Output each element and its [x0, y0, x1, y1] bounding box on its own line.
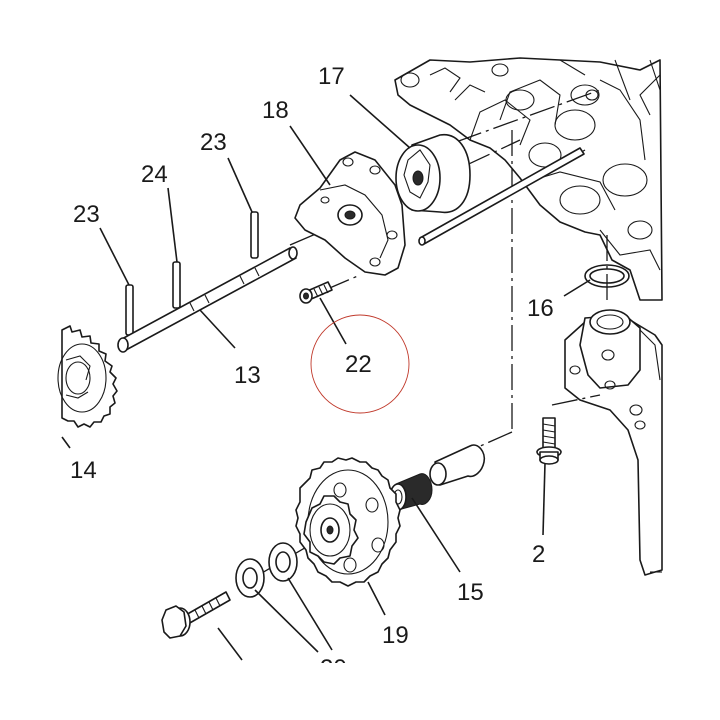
- label-17: 17: [318, 63, 345, 90]
- dowel-pin-24: [172, 261, 181, 309]
- label-15: 15: [457, 579, 484, 606]
- pump-shaft-13: [117, 246, 298, 353]
- label-16: 16: [527, 295, 554, 322]
- dowel-pin-23-right: [250, 211, 259, 259]
- label-13: 13: [234, 362, 261, 389]
- gear-19-pinion: [303, 495, 359, 565]
- label-23-top: 23: [200, 129, 227, 156]
- oil-sump-housing: [564, 309, 663, 576]
- long-dowel: [418, 147, 585, 246]
- washer-20-rear: [268, 542, 298, 582]
- flange-bolt: [161, 591, 231, 639]
- leader-lines: [61, 94, 591, 661]
- label-24: 24: [141, 161, 168, 188]
- label-2: 2: [532, 541, 545, 568]
- washer-20-front: [235, 558, 265, 598]
- bushing: [429, 444, 486, 486]
- label-14: 14: [70, 457, 97, 484]
- gear-14: [57, 325, 118, 428]
- pump-cover-18: [294, 151, 406, 276]
- bolt-2: [536, 417, 562, 465]
- oil-pump-rotor-17: [395, 133, 471, 214]
- screw-22: [299, 281, 333, 304]
- dowel-pin-23-left: [125, 284, 134, 336]
- label-23-left: 23: [73, 201, 100, 228]
- label-18: 18: [262, 97, 289, 124]
- label-22: 22: [345, 351, 372, 378]
- label-19: 19: [382, 622, 409, 649]
- label-20: 20: [320, 655, 347, 682]
- highlight-circle: [310, 314, 410, 414]
